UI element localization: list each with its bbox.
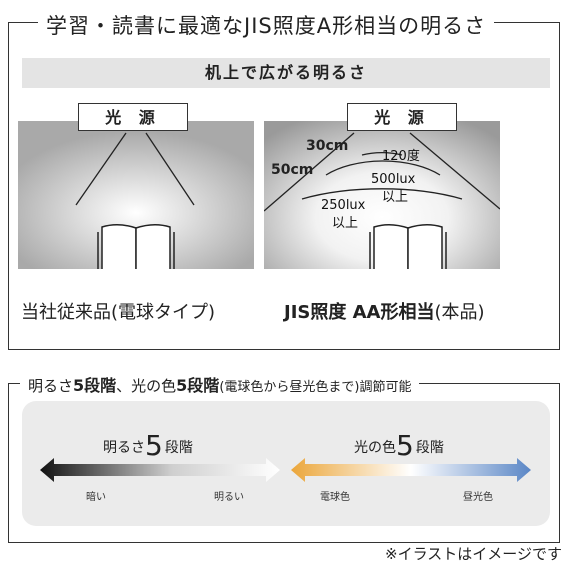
conventional-light-panel xyxy=(18,121,254,269)
color-warm-label: 電球色 xyxy=(320,492,350,503)
brightness-dark-label: 暗い xyxy=(86,492,106,503)
illuminance-ring-120 xyxy=(361,151,403,156)
color-title-prefix: 光の色 xyxy=(354,440,396,456)
ring-label-250lux-above: 以上 xyxy=(332,216,359,231)
brightness-scale-title: 明るさ5段階 xyxy=(103,429,193,462)
desk-brightness-subtitle: 机上で広がる明るさ xyxy=(22,58,550,88)
adjustment-panel xyxy=(22,401,550,526)
top-section-title: 学習・読書に最適なJIS照度A形相当の明るさ xyxy=(38,10,495,40)
color-title-number: 5 xyxy=(396,429,416,462)
ring-label-500lux: 500lux xyxy=(371,172,416,187)
light-source-label-left: 光 源 xyxy=(78,103,188,131)
brightness-title-number: 5 xyxy=(145,429,165,462)
ring-label-250lux: 250lux xyxy=(321,198,366,213)
conventional-product-caption: 当社従来品(電球タイプ) xyxy=(21,302,216,323)
distance-label-50cm: 50cm xyxy=(271,162,314,178)
product-caption-suffix: (本品) xyxy=(434,302,485,323)
conventional-light-illustration xyxy=(75,132,195,269)
color-gradient-arrow xyxy=(291,458,531,482)
bottom-title-part-bold: 5段階 xyxy=(73,376,117,395)
bottom-title-part-bold: 5段階 xyxy=(176,376,220,395)
ring-label-500lux-above: 以上 xyxy=(382,190,409,205)
brightness-bright-label: 明るい xyxy=(214,492,244,503)
light-cone-left-line xyxy=(264,132,355,212)
illuminance-ring-250 xyxy=(301,188,463,200)
brightness-gradient-arrow xyxy=(40,458,280,482)
color-daylight-label: 昼光色 xyxy=(463,492,493,503)
product-caption-main: JIS照度 AA形相当 xyxy=(284,302,435,323)
light-cone-right-line xyxy=(145,132,195,206)
ring-label-120-degree: 120度 xyxy=(382,149,420,164)
light-cone-right-line xyxy=(409,132,500,210)
brightness-title-prefix: 明るさ xyxy=(103,440,145,456)
color-scale-title: 光の色5段階 xyxy=(354,429,444,462)
illustration-note: ※イラストはイメージです xyxy=(385,545,562,563)
product-light-panel xyxy=(264,121,500,269)
product-caption: JIS照度 AA形相当(本品) xyxy=(284,298,485,324)
illuminance-ring-500 xyxy=(325,160,441,176)
bottom-section-title: 明るさ5段階、光の色5段階(電球色から昼光色まで)調節可能 xyxy=(20,372,420,396)
open-book-icon xyxy=(97,224,175,269)
brightness-title-suffix: 段階 xyxy=(164,440,193,456)
open-book-icon xyxy=(369,224,447,269)
light-source-label-right: 光 源 xyxy=(347,103,457,131)
distance-label-30cm: 30cm xyxy=(306,138,349,154)
bottom-title-part-small: (電球色から昼光色まで)調節可能 xyxy=(219,380,412,395)
light-cone-left-line xyxy=(75,132,127,206)
color-title-suffix: 段階 xyxy=(415,440,444,456)
bottom-title-part: 明るさ xyxy=(28,377,74,395)
product-light-illustration xyxy=(264,132,500,269)
bottom-title-part: 、光の色 xyxy=(116,377,177,395)
